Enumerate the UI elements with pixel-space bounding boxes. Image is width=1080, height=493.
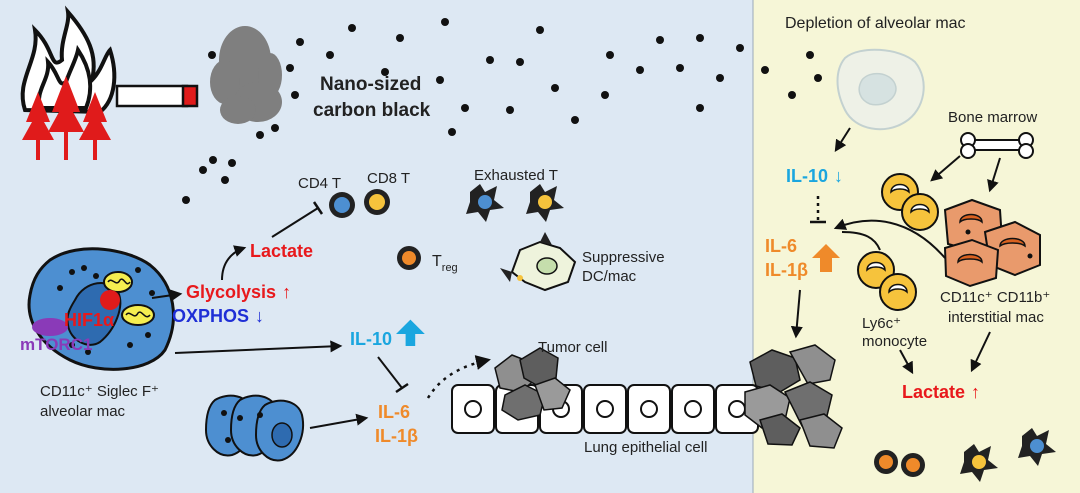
exhausted-label: Exhausted T [474,167,558,184]
suppressive-label-1: Suppressive [582,249,665,266]
interstitial-mac-cluster [943,198,1041,288]
bone-marrow-label: Bone marrow [948,109,1037,126]
lactate-right-label: Lactate [902,382,965,402]
cigarette-icon [115,84,199,108]
lactate-label: Lactate [250,241,313,261]
il1b-left-label: IL-1β [375,426,418,446]
interstitial-label-1: CD11c⁺ CD11b⁺ [940,289,1050,306]
svg-text:IL-10↓: IL-10 ↓ [786,166,843,186]
il6-to-tumor-arrow [790,289,803,339]
oxphos-arrow: ↓ [255,306,264,326]
cd4-label: CD4 T [298,175,341,192]
alv-mac-label-1: CD11c⁺ Siglec F⁺ [40,383,159,400]
ly6c-label-1: Ly6c⁺ [862,315,901,332]
ly6c-to-il6-arrow [841,231,881,251]
il6-left-label: IL-6 [378,402,410,422]
svg-text:Glycolysis↑: Glycolysis ↑ [186,282,291,302]
carbon-black-particles [182,18,822,204]
hif-label: HIF1α [64,310,114,330]
bone-to-monocyte-arrow [930,155,961,182]
svg-text:Lactate↑: Lactate ↑ [902,382,980,402]
exhausted-t-cell-2 [526,184,564,222]
tumor-cells-left [494,347,571,421]
mtorc-label: mTORC1 [20,335,92,354]
suppressive-dc-mac [500,232,577,292]
interstitial-to-il6-arrow [833,218,946,259]
bone-to-interstitial-arrow [987,157,1001,193]
alv-mac-label-2: alveolar mac [40,403,126,420]
suppressive-label-2: DC/mac [582,268,637,285]
bone-icon [960,132,1034,159]
bottom-exhausted-cd4 [1018,428,1056,466]
treg-subscript: reg [442,262,458,274]
interstitial-to-lactate-arrow [970,331,991,373]
alveolar-macrophage [27,247,175,371]
bottom-exhausted-cd8 [960,444,998,482]
depleted-mac-arrow [834,127,851,153]
treg-label: T [432,253,442,270]
carbon-black-label-1: Nano-sized [320,74,421,95]
monocyte-cluster-top [881,173,939,231]
il6-right-up-arrow [812,244,840,272]
treg-cell [397,246,421,270]
tumor-cell-label: Tumor cell [538,339,607,356]
lung-epi-label: Lung epithelial cell [584,439,707,456]
lactate-arrow-line [221,245,247,281]
lung-epithelium [451,384,759,434]
il10-left-label: IL-10 [350,329,392,349]
oxphos-label: OXPHOS [172,306,249,326]
ly6c-monocytes [857,251,917,311]
glycolysis-arrow: ↑ [282,282,291,302]
il10-right-label: IL-10 [786,166,828,186]
cd8-label: CD8 T [367,170,410,187]
dotted-arrow-to-tumor [426,355,491,399]
il1b-right-label: IL-1β [765,260,808,280]
lactate-right-arrow: ↑ [971,382,980,402]
il10-right-arrow: ↓ [834,166,843,186]
smoke-cloud-icon [210,26,282,124]
svg-text:Treg: Treg [432,253,458,274]
ly6c-label-2: monocyte [862,333,927,350]
monocyte-to-lactate-arrow [899,349,914,375]
depleted-alveolar-mac [836,48,925,131]
il10-left-up-arrow [396,319,425,346]
glycolysis-label: Glycolysis [186,282,276,302]
lactate-inhibit-arrow [271,207,319,238]
svg-text:OXPHOS↓: OXPHOS ↓ [172,306,264,326]
macrophage-cluster [204,394,304,462]
tumor-cells-right [744,344,843,449]
bottom-treg-cells [874,450,925,477]
glycolysis-arrow-line [151,289,183,302]
exhausted-t-cell-1 [466,184,504,222]
cd8-t-cell [364,189,390,215]
cd4-t-cell [329,192,355,218]
il6-right-label: IL-6 [765,236,797,256]
carbon-black-label-2: carbon black [313,100,431,121]
wildfire-icon [20,5,117,160]
mac-to-il10-arrow [174,340,343,354]
il10-inhibit-line [377,356,403,389]
cluster-to-il6-arrow [309,413,369,429]
depletion-label: Depletion of alveolar mac [785,15,966,32]
interstitial-label-2: interstitial mac [948,309,1044,326]
